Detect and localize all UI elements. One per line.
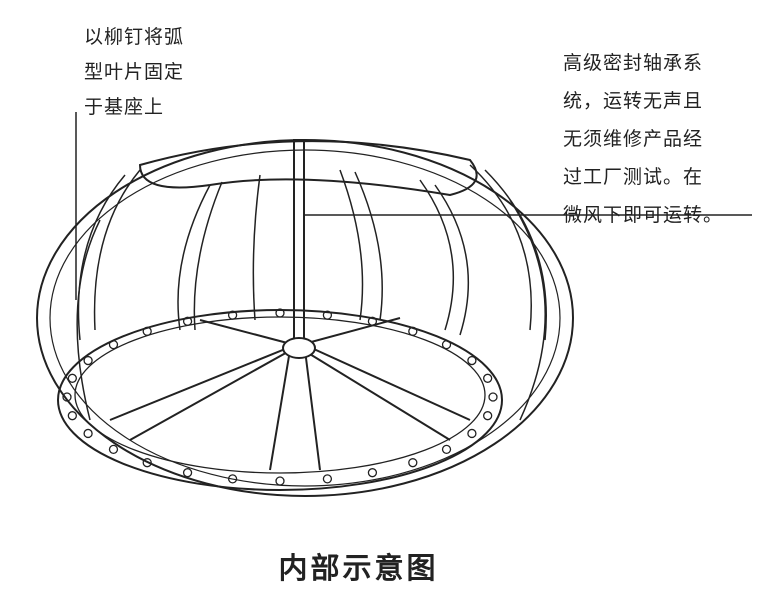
rivet (83, 428, 93, 439)
rivet (483, 373, 493, 383)
rivet (83, 355, 93, 366)
rivet (142, 326, 152, 336)
rivet (488, 392, 498, 402)
callout-line: 高级密封轴承系 (563, 52, 704, 74)
shaft (293, 139, 305, 346)
callout-line: 统，运转无声且 (563, 90, 704, 112)
rivet (367, 316, 378, 326)
rivet (227, 474, 238, 484)
rivet (227, 310, 238, 320)
rivet (275, 476, 285, 486)
base-ring (57, 309, 503, 491)
blades (76, 164, 547, 421)
rivet (441, 339, 452, 350)
rivet (483, 411, 493, 421)
rivet (62, 392, 72, 402)
rivet (67, 373, 77, 383)
rivet (408, 326, 418, 336)
rivet (467, 428, 477, 439)
spokes (109, 317, 471, 471)
callout-line: 微风下即可运转。 (563, 204, 724, 226)
rivet (322, 474, 333, 484)
rivet (467, 355, 477, 366)
rivet (142, 458, 152, 468)
diagram-title-text: 内部示意图 (278, 551, 439, 585)
rivet (408, 458, 418, 468)
diagram-title: 内部示意图 (0, 545, 777, 587)
top-cap (138, 140, 478, 197)
rivet (67, 411, 77, 421)
callout-line: 过工厂测试。在 (563, 166, 704, 188)
rivet (322, 310, 333, 320)
rivet (182, 468, 193, 478)
rivet-callout: 以柳钉将弧 型叶片固定 于基座上 (84, 20, 184, 125)
callout-line: 型叶片固定 (84, 61, 185, 83)
rivet (108, 339, 119, 350)
rivet (182, 316, 193, 326)
callout-line: 于基座上 (84, 96, 165, 118)
callout-line: 无须维修产品经 (563, 128, 704, 150)
rivets (62, 308, 498, 486)
callout-line: 以柳钉将弧 (84, 26, 185, 48)
rivet (367, 468, 378, 478)
bearing-callout: 高级密封轴承系 统，运转无声且 无须维修产品经 过工厂测试。在 微风下即可运转。 (563, 44, 723, 234)
rivet (108, 444, 119, 455)
rivet (441, 444, 452, 455)
hub (282, 337, 316, 359)
rivet (275, 308, 285, 318)
